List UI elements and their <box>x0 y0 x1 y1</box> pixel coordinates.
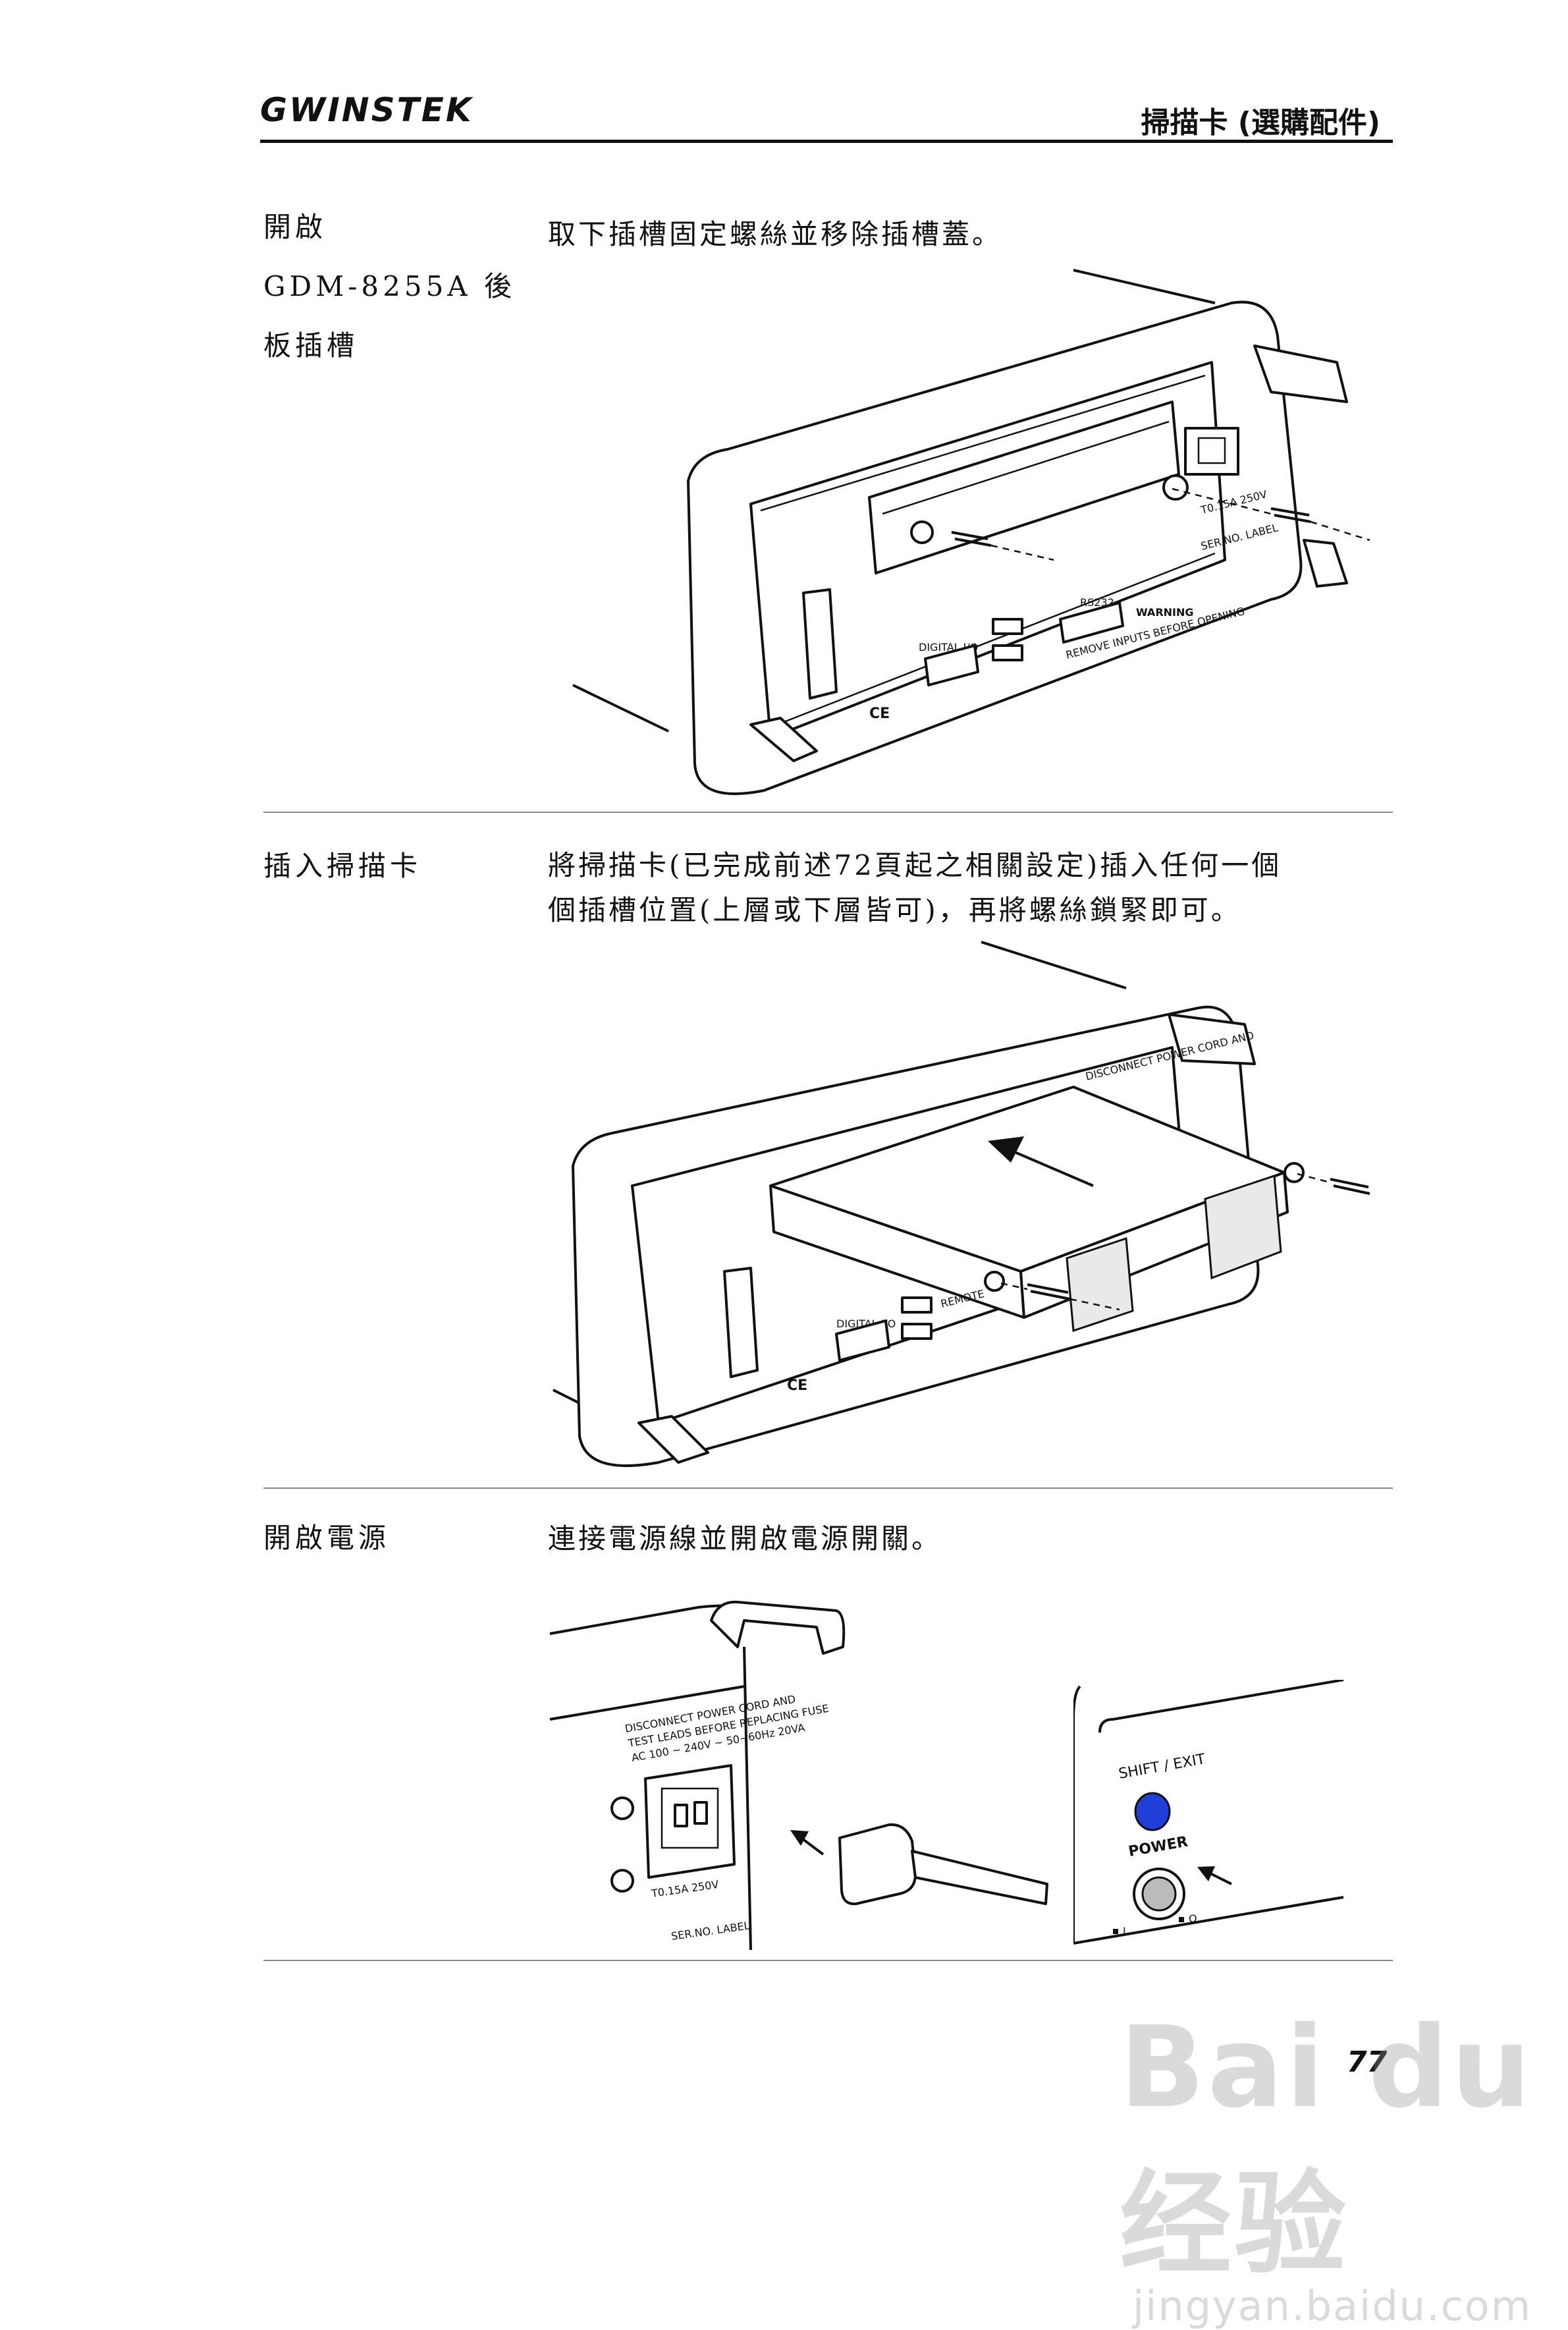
watermark-brand: Bai du 经验 <box>1120 2003 1534 2290</box>
step-2-text-line: 個插槽位置(上層或下層皆可)，再將螺絲鎖緊即可。 <box>548 894 1241 926</box>
step-1-label-line: GDM-8255A 後 <box>263 270 516 302</box>
step-1-text: 取下插槽固定螺絲並移除插槽蓋。 <box>548 218 1003 250</box>
watermark: Bai du 经验 jingyan.baidu.com <box>1120 2003 1568 2330</box>
svg-text:I: I <box>1123 1925 1126 1937</box>
step-2-label-line: 插入掃描卡 <box>263 850 422 882</box>
step-3-label-line: 開啟電源 <box>263 1522 391 1554</box>
section-divider <box>263 1960 1393 1961</box>
insert-card-figure: DIGITAL I/O REMOTE CE DISCONNECT POWER C… <box>547 935 1403 1482</box>
step-2-text: 將掃描卡(已完成前述72頁起之相關設定)插入任何一個 個插槽位置(上層或下層皆可… <box>548 843 1404 933</box>
brand-logo: GWINSTEK <box>260 91 473 129</box>
shift-exit-button[interactable] <box>1134 1792 1171 1831</box>
power-label: POWER <box>1127 1833 1189 1860</box>
warning-label: WARNING <box>1136 606 1194 619</box>
power-cord-figure: DISCONNECT POWER CORD AND TEST LEADS BEF… <box>547 1581 1080 1950</box>
section-divider <box>263 812 1393 813</box>
watermark-url: jingyan.baidu.com <box>1133 2282 1532 2330</box>
power-button[interactable] <box>1141 1876 1177 1912</box>
ce-mark: CE <box>787 1377 807 1394</box>
power-switch-figure: SHIFT / EXIT POWER I O <box>1073 1680 1350 1956</box>
step-1-label: 開啟 GDM-8255A 後 板插槽 <box>263 198 527 375</box>
header-divider <box>260 140 1393 143</box>
step-1-label-line: 板插槽 <box>263 329 359 362</box>
step-3-label: 開啟電源 <box>263 1509 527 1568</box>
ser-no-label: SER.NO. LABEL <box>670 1919 751 1943</box>
fuse-label: T0.15A 250V <box>650 1878 720 1900</box>
shift-exit-label: SHIFT / EXIT <box>1118 1751 1207 1783</box>
step-2-text-line: 將掃描卡(已完成前述72頁起之相關設定)插入任何一個 <box>548 849 1282 881</box>
section-divider <box>263 1487 1393 1489</box>
svg-text:O: O <box>1189 1912 1197 1925</box>
section-title: 掃描卡 (選購配件) <box>1141 106 1380 140</box>
step-2-label: 插入掃描卡 <box>263 837 527 896</box>
page-number: 77 <box>1347 2045 1388 2079</box>
step-3-text: 連接電源線並開啟電源開關。 <box>548 1522 942 1555</box>
step-1-label-line: 開啟 <box>263 211 327 243</box>
ce-mark: CE <box>869 706 890 722</box>
rear-panel-open-figure: DIGITAL I/O RS232 WARNING REMOVE INPUTS … <box>553 264 1409 810</box>
